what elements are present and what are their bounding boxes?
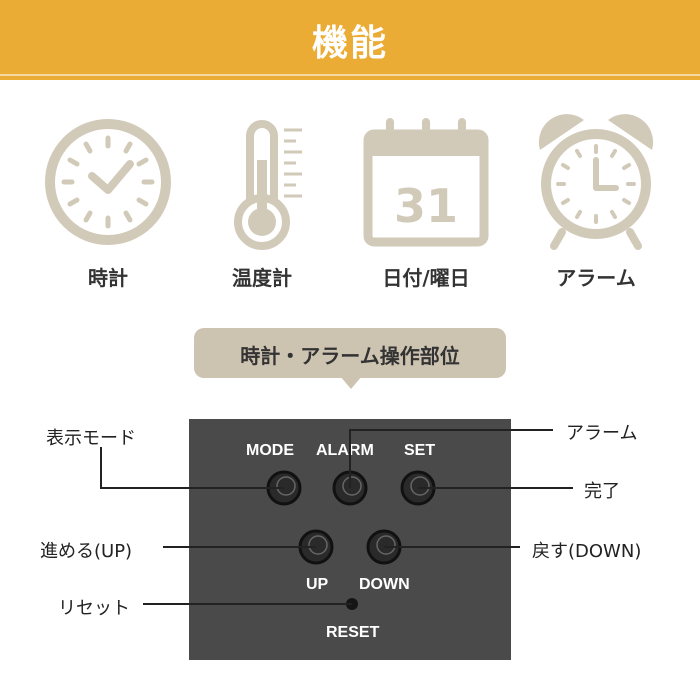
header-banner [0,0,700,80]
feature-label-calendar: 日付/曜日 [382,266,470,290]
operations-heading: 時計・アラーム操作部位 [240,344,460,368]
down-button-label: DOWN [359,576,410,593]
callout-up: 進める(UP) [40,541,133,562]
mode-button-label: MODE [246,442,294,459]
feature-label-clock: 時計 [88,266,128,290]
callout-down: 戻す(DOWN) [532,541,642,562]
pill-pointer [340,376,362,389]
callout-alarm: アラーム [566,423,638,444]
feature-label-thermometer: 温度計 [232,266,292,290]
reset-button-label: RESET [326,624,380,641]
set-button-label: SET [404,442,436,459]
callout-reset: リセット [58,598,130,619]
callout-line-alarm [349,429,553,488]
callout-line-mode [100,447,284,489]
callout-mode: 表示モード [46,428,136,449]
feature-label-alarm: アラーム [556,266,636,290]
operations-heading-pill [194,328,506,378]
callout-set: 完了 [584,481,620,502]
page-title: 機能 [311,23,388,64]
up-button-label: UP [306,576,329,593]
banner-divider [0,74,700,76]
alarm-button-label: ALARM [316,442,374,459]
